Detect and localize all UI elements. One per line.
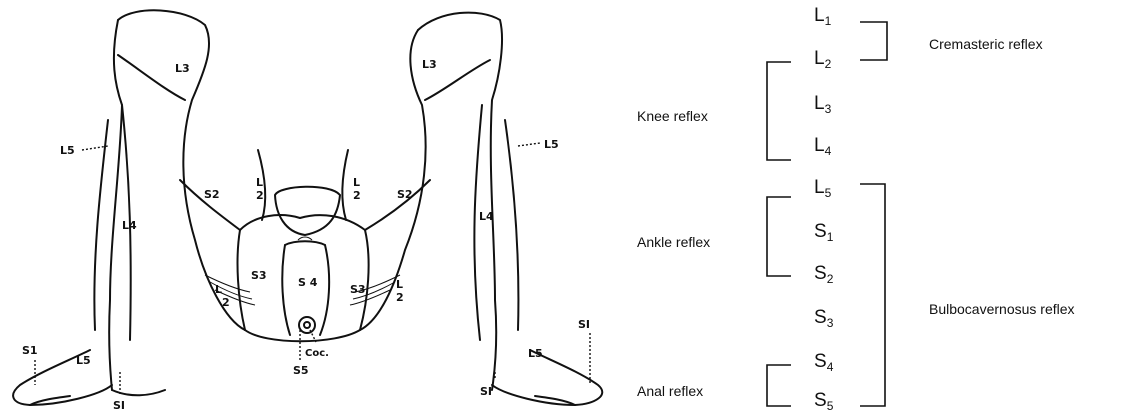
dermatome-right-s2: S2: [397, 188, 413, 201]
dermatome-left-l5-foot: L5: [76, 354, 91, 367]
callout-right-s1-outer: SI: [578, 318, 590, 331]
dermatome-left-l2-lower-sub: 2: [222, 296, 230, 309]
label-bulbocavernosus-reflex: Bulbocavernosus reflex: [929, 301, 1075, 317]
bracket-bulbocavernosus: [860, 184, 885, 406]
dermatome-left-l2-upper-sub: 2: [256, 189, 264, 202]
label-cremasteric-reflex: Cremasteric reflex: [929, 36, 1043, 52]
dermatome-right-thigh: L3: [422, 58, 437, 71]
segment-l1: L1: [814, 6, 831, 27]
callout-left-l5: L5: [60, 144, 75, 157]
segment-s3: S3: [814, 308, 833, 329]
bracket-knee: [767, 62, 791, 160]
dermatome-right-l2-upper-sub: 2: [353, 189, 361, 202]
dermatome-left-s3: S3: [251, 269, 267, 282]
callout-left-s1-outer: S1: [22, 344, 38, 357]
dermatome-s5: S5: [293, 364, 309, 377]
dermatome-left-s2: S2: [204, 188, 220, 201]
dermatome-left-l2-upper: L: [256, 176, 263, 189]
label-anal-reflex: Anal reflex: [637, 383, 703, 399]
segment-s5: S5: [814, 391, 833, 412]
label-ankle-reflex: Ankle reflex: [637, 234, 710, 250]
segment-s4: S4: [814, 352, 833, 373]
segment-s1: S1: [814, 222, 833, 243]
dermatome-right-leg: L4: [479, 210, 494, 223]
callout-right-l5: L5: [544, 138, 559, 151]
dermatome-right-s3: S3: [350, 283, 366, 296]
reflex-brackets: [767, 22, 887, 406]
bracket-anal: [767, 365, 791, 406]
dermatome-right-l2-lower-sub: 2: [396, 291, 404, 304]
skin-fold-lines: [205, 237, 400, 305]
label-coccyx: Coc.: [305, 348, 329, 359]
segment-l5: L5: [814, 178, 831, 199]
segment-l2: L2: [814, 49, 831, 70]
bracket-ankle: [767, 197, 791, 276]
bracket-cremasteric: [860, 22, 887, 60]
dermatome-s4: S 4: [298, 276, 318, 289]
dermatome-right-l5-foot: L5: [528, 347, 543, 360]
segment-l4: L4: [814, 136, 831, 157]
callout-right-s1-foot: SI: [480, 385, 492, 398]
body-outline: [13, 10, 602, 405]
segment-s2: S2: [814, 264, 833, 285]
dermatome-left-leg: L4: [122, 219, 137, 232]
dermatome-left-thigh: L3: [175, 62, 190, 75]
dermatome-right-l2-upper: L: [353, 176, 360, 189]
label-knee-reflex: Knee reflex: [637, 108, 708, 124]
dermatome-left-l2-lower: L: [215, 283, 222, 296]
segment-l3: L3: [814, 94, 831, 115]
callout-left-s1-foot: SI: [113, 399, 125, 412]
dermatome-right-l2-lower: L: [396, 278, 403, 291]
